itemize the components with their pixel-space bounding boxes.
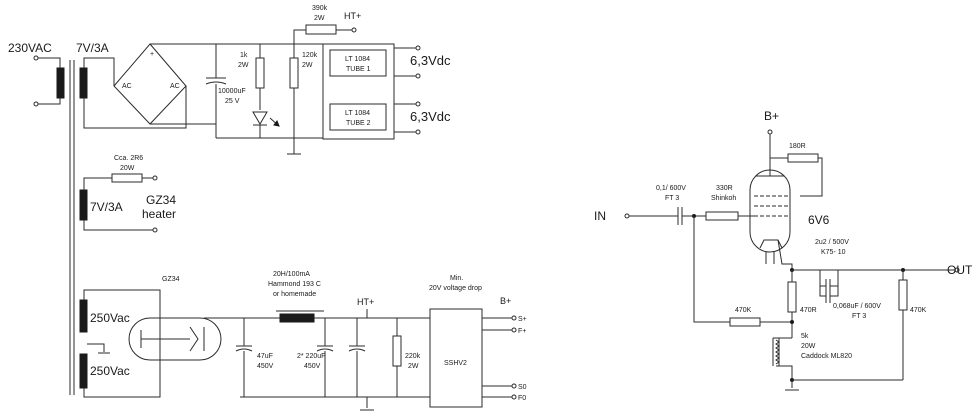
bridge-ac-right: AC — [170, 83, 180, 90]
r1k-power: 2W — [238, 62, 249, 69]
r390k-value: 390k — [312, 5, 328, 12]
cap-47uf-value: 47uF — [257, 353, 273, 360]
gz34-heater-line2: heater — [142, 207, 176, 221]
tube-6v6-label: 6V6 — [808, 213, 830, 227]
cap-2u2-line1: 2u2 / 500V — [815, 239, 849, 246]
r390k-power: 2W — [314, 15, 325, 22]
cap-10000uf-value: 10000uF — [218, 88, 246, 95]
bridge-ac-left: AC — [122, 83, 132, 90]
r1k-value: 1k — [240, 52, 248, 59]
b-plus-left: B+ — [500, 296, 511, 306]
resistor-390k: 390k 2W HT+ — [294, 5, 361, 35]
reg2-line1: LT 1084 — [345, 110, 370, 117]
sshv-note1: Min. — [450, 275, 463, 282]
cap-220uf-value: 2* 220uF — [297, 353, 325, 360]
hv-winding-1: 250Vac — [90, 311, 130, 325]
sshv-note2: 20V voltage drop — [429, 285, 482, 292]
cap-2u2-line2: K75- 10 — [821, 249, 846, 256]
led-indicator — [252, 111, 280, 138]
hv-winding: 250Vac 250Vac — [79, 289, 161, 398]
pin-f0: F0 — [518, 395, 526, 402]
tube-6v6: 6V6 — [749, 169, 830, 265]
cap-47uf-voltage: 450V — [257, 363, 274, 370]
r5k-line2: 20W — [801, 343, 816, 350]
gz34-tube-label: GZ34 — [162, 276, 180, 283]
ht-plus-bottom: HT+ — [357, 297, 374, 307]
r330-line1: 330R — [716, 185, 733, 192]
choke-line2: Hammond 193 C — [268, 281, 321, 288]
heater-winding-label: 7V/3A — [90, 200, 123, 214]
r220k-power: 2W — [408, 363, 419, 370]
cap-in-line2: FT 3 — [665, 195, 679, 202]
bridge-rectifier: AC AC + — [113, 43, 217, 125]
cap-220uf-voltage: 450V — [304, 363, 321, 370]
heater-r-power: 20W — [120, 165, 135, 172]
pin-f-plus: F+ — [518, 328, 526, 335]
amp-input: IN 0,1/ 600V FT 3 330R Shinkoh — [594, 185, 754, 323]
cap-10000uf: 10000uF 25 V — [205, 77, 246, 138]
reg2-line2: TUBE 2 — [346, 120, 371, 127]
choke: 20H/100mA Hammond 193 C or homemade — [268, 271, 324, 323]
r5k-line3: Caddock ML820 — [801, 353, 852, 360]
out1-label: 6,3Vdc — [410, 53, 451, 68]
r180-label: 180R — [789, 143, 806, 150]
out-label: OUT — [947, 263, 973, 277]
cap-068-line2: FT 3 — [852, 313, 866, 320]
reg1-line2: TUBE 1 — [346, 66, 371, 73]
r470k-left-label: 470K — [735, 307, 752, 314]
mains-input: 230VAC — [8, 41, 65, 107]
r330-line2: Shinkoh — [711, 195, 736, 202]
transformer-core — [69, 60, 75, 395]
cap-10000uf-voltage: 25 V — [225, 98, 240, 105]
cap-220uf: 2* 220uF 450V HT+ — [297, 297, 374, 411]
secondary-7v-label: 7V/3A — [76, 41, 109, 55]
amp-b-plus-label: B+ — [764, 109, 779, 123]
cap-068-line1: 0,068uF / 600V — [833, 303, 881, 310]
r470k-right-label: 470K — [910, 307, 927, 314]
resistor-470k-feedback: 470K — [729, 307, 792, 327]
cap-47uf: 47uF 450V — [235, 318, 274, 397]
choke-line1: 20H/100mA — [273, 271, 310, 278]
reg1-line1: LT 1084 — [345, 56, 370, 63]
cap-in-line1: 0,1/ 600V — [656, 185, 686, 192]
choke-line3: or homemade — [273, 291, 316, 298]
svg-text:+: + — [150, 51, 154, 58]
cathode-network: OUT 470R 2u2 / 500V K75- 10 0,068uF / 60… — [772, 239, 973, 391]
pin-s0: S0 — [518, 384, 527, 391]
sshv-label: SSHV2 — [444, 360, 467, 367]
resistor-220k: 220k 2W — [392, 318, 421, 397]
resistor-120k: 120k 2W — [287, 44, 318, 155]
resistor-1k: 1k 2W — [238, 44, 265, 110]
r5k-line1: 5k — [801, 333, 809, 340]
secondary-7v: 7V/3A — [76, 41, 187, 129]
hv-winding-2: 250Vac — [90, 364, 130, 378]
in-label: IN — [594, 209, 606, 223]
out2-label: 6,3Vdc — [410, 109, 451, 124]
heater-r-value: Cca. 2R6 — [114, 155, 143, 162]
heater-winding: Cca. 2R6 20W 7V/3A GZ34 heater — [79, 155, 176, 233]
gz34-rectifier-tube: GZ34 — [128, 276, 260, 361]
mains-label: 230VAC — [8, 41, 52, 55]
secondary-7v-winding — [79, 67, 88, 99]
ht-plus-top: HT+ — [344, 11, 361, 21]
pin-s-plus: S+ — [518, 316, 527, 323]
sshv2-module: Min. 20V voltage drop SSHV2 B+ S+ F+ S0 … — [429, 275, 527, 408]
r220k-value: 220k — [405, 353, 421, 360]
primary-winding — [56, 67, 65, 99]
regulator-module: LT 1084 TUBE 1 LT 1084 TUBE 2 6,3Vdc 6,3… — [322, 43, 451, 140]
r120k-power: 2W — [302, 62, 313, 69]
gz34-heater-line1: GZ34 — [146, 193, 176, 207]
r470r-label: 470R — [800, 307, 817, 314]
amp-b-plus: B+ 180R — [764, 109, 823, 197]
r120k-value: 120k — [302, 52, 318, 59]
